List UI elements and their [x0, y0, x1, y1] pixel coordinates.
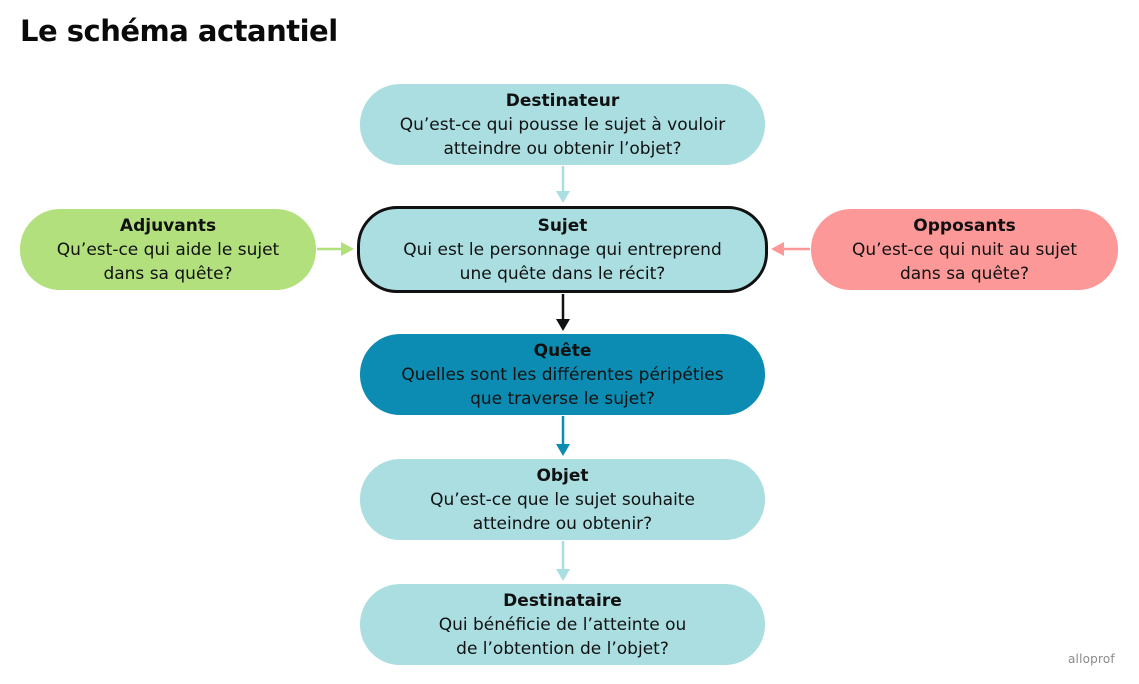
node-destinateur-line-1: Qu’est-ce qui pousse le sujet à vouloir [399, 114, 726, 135]
node-opposants-line-2: dans sa quête? [899, 263, 1030, 284]
node-adjuvants-title: Adjuvants [119, 215, 217, 236]
node-objet-line-2: atteindre ou obtenir? [472, 513, 653, 534]
node-destinataire: Destinataire Qui bénéficie de l’atteinte… [360, 584, 765, 665]
node-sujet-line-2: une quête dans le récit? [459, 263, 666, 284]
node-quete-line-1: Quelles sont les différentes péripéties [401, 364, 724, 385]
node-sujet: Sujet Qui est le personnage qui entrepre… [357, 206, 768, 293]
node-quete-line-2: que traverse le sujet? [470, 388, 655, 409]
arrow-quete-to-objet [556, 416, 570, 456]
node-destinateur: Destinateur Qu’est-ce qui pousse le suje… [360, 84, 765, 165]
node-destinataire-title: Destinataire [503, 590, 622, 611]
node-opposants-title: Opposants [913, 215, 1016, 236]
arrow-opposants-to-sujet [771, 242, 810, 256]
node-objet-title: Objet [536, 465, 589, 486]
alloprof-logo: alloprof [1068, 652, 1115, 666]
node-destinateur-title: Destinateur [505, 90, 620, 111]
node-destinateur-line-2: atteindre ou obtenir l’objet? [443, 138, 682, 159]
node-quete-title: Quête [533, 340, 592, 361]
node-adjuvants-line-1: Qu’est-ce qui aide le sujet [56, 239, 280, 260]
arrow-adjuvants-to-sujet [317, 242, 354, 256]
node-sujet-title: Sujet [537, 215, 588, 236]
node-destinataire-line-1: Qui bénéficie de l’atteinte ou [438, 614, 687, 635]
node-opposants-line-1: Qu’est-ce qui nuit au sujet [852, 239, 1077, 260]
node-opposants: Opposants Qu’est-ce qui nuit au sujet da… [811, 209, 1118, 290]
node-quete: Quête Quelles sont les différentes périp… [360, 334, 765, 415]
node-adjuvants-line-2: dans sa quête? [103, 263, 233, 284]
arrow-destinateur-to-sujet [556, 166, 570, 203]
node-adjuvants: Adjuvants Qu’est-ce qui aide le sujet da… [20, 209, 316, 290]
node-destinataire-line-2: de l’obtention de l’objet? [456, 638, 669, 659]
node-objet: Objet Qu’est-ce que le sujet souhaite at… [360, 459, 765, 540]
arrow-sujet-to-quete [556, 294, 570, 331]
arrow-objet-to-destinataire [556, 541, 570, 581]
node-sujet-line-1: Qui est le personnage qui entreprend [403, 239, 722, 260]
page-title: Le schéma actantiel [20, 14, 338, 48]
node-objet-line-1: Qu’est-ce que le sujet souhaite [430, 489, 695, 510]
